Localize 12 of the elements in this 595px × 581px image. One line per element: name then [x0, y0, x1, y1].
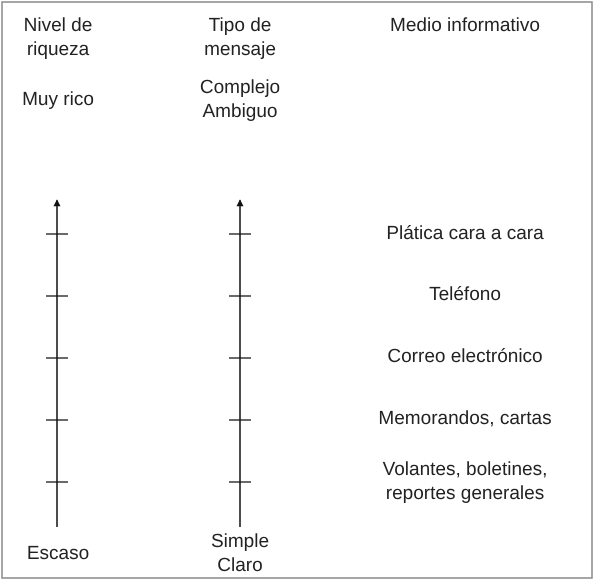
medium-label: Volantes, boletines, reportes generales — [382, 458, 548, 506]
medium-label: Plática cara a cara — [385, 222, 545, 246]
scale-label: Complejo Ambiguo — [198, 76, 282, 124]
medium-label: Correo electrónico — [386, 345, 544, 369]
scale-label: Simple Claro — [210, 530, 270, 578]
column-header: Nivel de riqueza — [22, 14, 94, 62]
scale-label: Muy rico — [21, 88, 95, 112]
column-header: Tipo de mensaje — [203, 14, 277, 62]
medium-label: Teléfono — [428, 283, 502, 307]
column-header: Medio informativo — [389, 14, 541, 38]
scale-label: Escaso — [26, 542, 90, 566]
medium-label: Memorandos, cartas — [377, 407, 553, 431]
